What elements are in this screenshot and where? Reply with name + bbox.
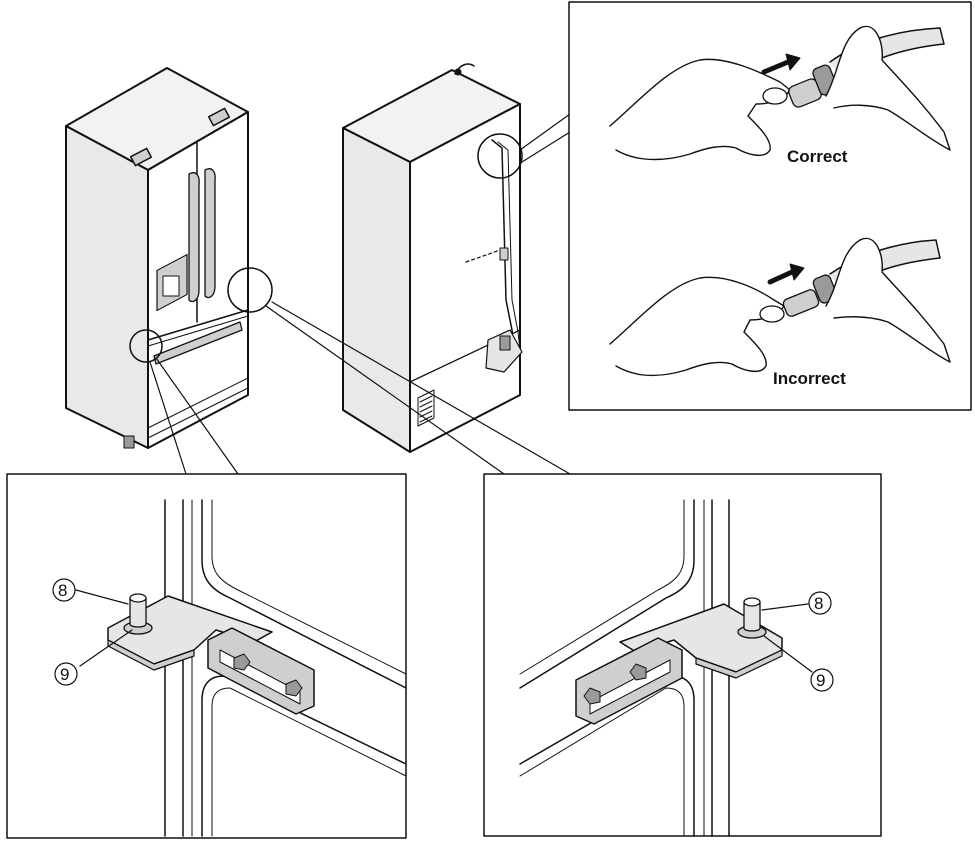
back-side-face	[342, 127, 411, 453]
right-label-8: 8	[814, 594, 823, 613]
incorrect-connection-illustration	[609, 237, 951, 377]
push-arrow-incorrect	[767, 263, 805, 285]
hose-connection-panel: Correct Incorrect	[568, 1, 972, 411]
front-refrigerator	[65, 67, 249, 449]
fridge-side-face	[65, 125, 149, 449]
right-hinge-detail-panel: 8 9	[483, 473, 882, 837]
back-refrigerator	[342, 63, 523, 453]
back-detail-circle	[477, 133, 523, 179]
drawer-handle	[153, 321, 243, 365]
front-left-hinge-circle	[129, 329, 163, 363]
right-label-9: 9	[816, 671, 825, 690]
correct-label: Correct	[787, 147, 848, 166]
right-hinge-pin	[737, 597, 767, 639]
left-hinge-detail-panel: 8 9	[6, 473, 407, 839]
front-right-hinge-circle	[227, 267, 273, 313]
left-detail-frame	[6, 473, 407, 839]
right-door-handle	[204, 168, 216, 299]
left-label-9: 9	[60, 665, 69, 684]
left-label-8: 8	[58, 581, 67, 600]
push-arrow-correct	[761, 53, 801, 75]
vent-grille	[417, 389, 435, 427]
water-valve	[485, 329, 523, 373]
top-hinge-left	[129, 147, 153, 167]
leader-lines	[149, 113, 571, 475]
incorrect-label: Incorrect	[773, 369, 846, 388]
correct-connection-illustration	[609, 25, 951, 161]
left-door-handle	[188, 172, 200, 303]
top-hinge-right	[207, 107, 231, 127]
